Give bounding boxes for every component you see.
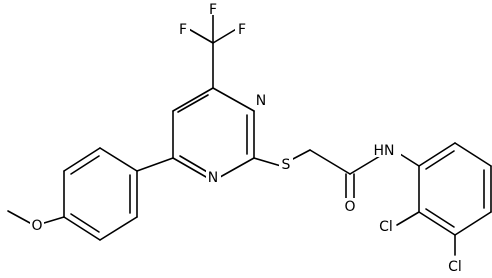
atom-o-carbonyl: O bbox=[344, 199, 355, 215]
bond-cf3-f-left bbox=[186, 27, 214, 44]
bond-ph2-c2-c3 bbox=[418, 211, 456, 236]
bond-nh-aryl bbox=[399, 153, 420, 167]
bond-ph2-c3-c4 bbox=[454, 211, 492, 236]
bond-ph2-c6-c1-inner bbox=[425, 150, 455, 170]
bond-c2-cl bbox=[396, 211, 420, 226]
bond-ph2-c2-c3-inner bbox=[425, 208, 455, 228]
bond-ph1-c5-c6 bbox=[63, 147, 101, 172]
bond-ph2-c6-c1 bbox=[418, 142, 456, 167]
atom-n-pyrimidine-3: N bbox=[208, 170, 218, 186]
atom-s-thioether: S bbox=[282, 157, 291, 173]
bond-pyr-c6-c5 bbox=[172, 87, 214, 112]
bonds bbox=[7, 13, 492, 256]
bond-ph2-c5-c6 bbox=[454, 142, 492, 167]
bond-pyr-to-ph1 bbox=[136, 157, 174, 172]
atom-n-amide-n: H bbox=[373, 143, 384, 159]
bond-ph1-c5-c6-inner bbox=[70, 155, 100, 175]
bond-ph1-c2-c3 bbox=[99, 216, 138, 241]
bond-ph1-c6-c1 bbox=[99, 147, 138, 172]
bond-ph1-c3-c4 bbox=[63, 216, 101, 241]
bond-ch2-co bbox=[309, 149, 351, 175]
bond-pyr-c6-c5-inner bbox=[177, 94, 209, 113]
atom-cl-meta: Cl bbox=[448, 259, 462, 275]
atom-f-top: F bbox=[209, 2, 217, 18]
bond-pyr-n1-c6 bbox=[212, 87, 255, 112]
atom-n-amide-h: N bbox=[384, 143, 394, 159]
atom-f-right: F bbox=[238, 22, 246, 38]
bond-s-ch2 bbox=[290, 149, 311, 161]
bond-c4-o bbox=[43, 216, 65, 224]
atom-f-left: F bbox=[179, 22, 187, 38]
bond-o-ch3 bbox=[7, 210, 31, 224]
bond-cf3-f-right bbox=[212, 27, 239, 44]
atom-labels: F F F N N S HN O O Cl Cl bbox=[30, 1, 464, 275]
bond-pyr-c4-n3-inner bbox=[179, 155, 210, 174]
atom-cl-ortho: Cl bbox=[379, 219, 393, 235]
atom-o-methoxy: O bbox=[31, 218, 42, 234]
bond-co-nh bbox=[349, 155, 381, 175]
atom-n-pyrimidine-1: N bbox=[256, 93, 266, 109]
bond-c2-s bbox=[253, 157, 282, 167]
atom-n-amide: HN bbox=[373, 143, 394, 159]
bond-ph1-c3-c4-inner bbox=[70, 213, 100, 233]
